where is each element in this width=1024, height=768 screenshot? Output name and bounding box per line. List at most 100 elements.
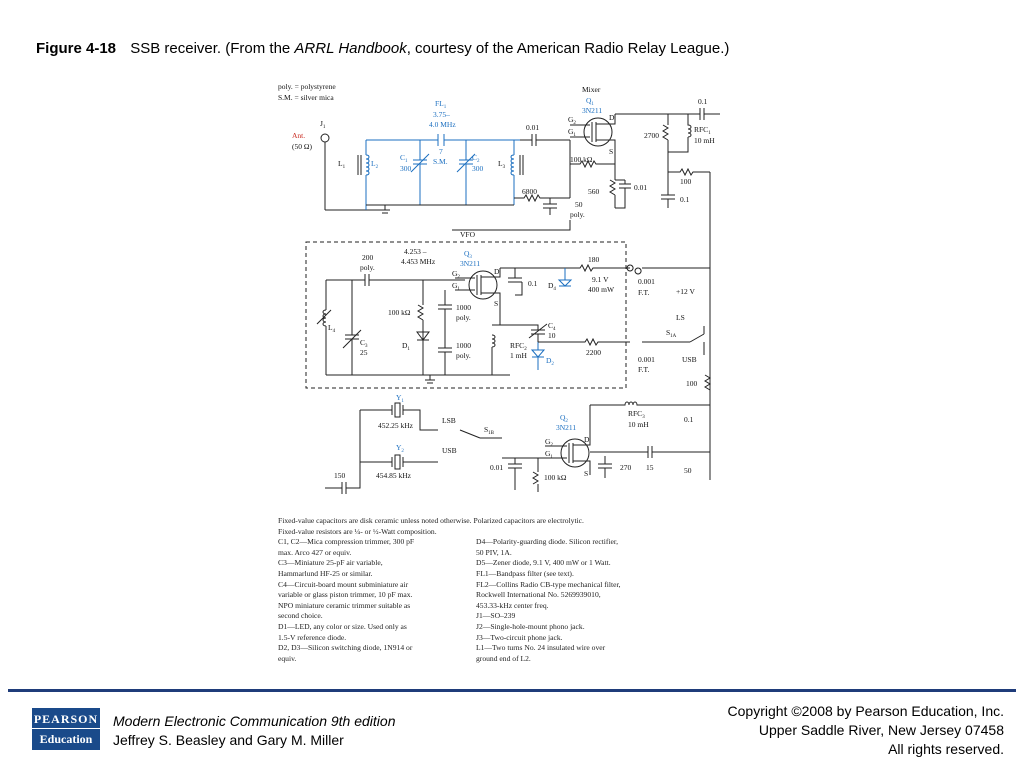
rfc2-label: RFC2 bbox=[510, 341, 527, 352]
q1-drain: D bbox=[609, 113, 615, 122]
parts-item: FL1—Bandpass filter (see text). bbox=[476, 568, 574, 578]
c-200-coupling bbox=[326, 274, 465, 286]
figure-caption: Figure 4-18 SSB receiver. (From the ARRL… bbox=[36, 40, 729, 57]
ls-label: LS bbox=[676, 313, 685, 322]
c270-value: 270 bbox=[620, 463, 632, 472]
q1-leads bbox=[570, 114, 616, 155]
q1-transistor bbox=[583, 117, 613, 147]
r-6800-value: 6800 bbox=[522, 187, 537, 196]
l2-coil bbox=[365, 140, 370, 210]
ant-label: Ant. bbox=[292, 131, 305, 140]
l1-label: L1 bbox=[338, 159, 346, 170]
rfc2-value: 1 mH bbox=[510, 351, 527, 360]
mixer-label: Mixer bbox=[582, 85, 601, 94]
r-6800 bbox=[514, 193, 570, 203]
q2-label: Q2 bbox=[560, 413, 568, 424]
footer-rule bbox=[8, 689, 1016, 692]
r-100-feed bbox=[667, 152, 710, 177]
q3-g2: G2 bbox=[452, 269, 460, 280]
rfc3-value: 10 mH bbox=[628, 420, 649, 429]
d4-label: D4 bbox=[548, 281, 556, 292]
l4-label: L4 bbox=[328, 323, 336, 334]
c4-label: C4 bbox=[548, 321, 556, 332]
j1-label: J1 bbox=[320, 119, 326, 130]
q3-source: S bbox=[494, 299, 498, 308]
vfo-ground-bus bbox=[326, 374, 510, 384]
vfo-label: VFO bbox=[460, 230, 476, 239]
parts-item: J1—SO–239 bbox=[476, 611, 516, 621]
l3-core bbox=[519, 155, 524, 175]
c-50-poly bbox=[543, 198, 557, 215]
vfo-box bbox=[305, 241, 627, 389]
rfc3-label: RFC3 bbox=[628, 409, 645, 420]
c1-value: 300 bbox=[400, 164, 412, 173]
vfo-freq-2: 4.453 MHz bbox=[401, 257, 436, 266]
usb2-label: USB bbox=[442, 446, 457, 455]
q1-part: 3N211 bbox=[582, 106, 602, 115]
c7-value: 7 bbox=[439, 147, 443, 156]
rfc1-r2700 bbox=[662, 114, 692, 153]
ft-label-1: F.T. bbox=[638, 288, 649, 297]
parts-item: D4—Polarity-guarding diode. Silicon rect… bbox=[476, 537, 619, 557]
copyright-block: Copyright ©2008 by Pearson Education, In… bbox=[728, 702, 1004, 759]
c15-value: 15 bbox=[646, 463, 654, 472]
q3-part: 3N211 bbox=[460, 259, 480, 268]
c-150-feed bbox=[325, 410, 361, 494]
y1-freq: 452.25 kHz bbox=[378, 421, 414, 430]
c1-cap bbox=[410, 140, 430, 205]
vfo-output-wire bbox=[452, 220, 571, 231]
c01a-value: 0.1 bbox=[698, 97, 708, 106]
d1-led bbox=[416, 331, 430, 341]
c-0.1-decoupling bbox=[661, 172, 675, 208]
lsb-label: LSB bbox=[442, 416, 456, 425]
c1-label: C1 bbox=[400, 153, 408, 164]
caption-handbook: ARRL Handbook bbox=[294, 40, 407, 57]
parts-item: L1—Two turns No. 24 insulated wire over … bbox=[476, 643, 606, 663]
pearson-logo: PEARSON Education bbox=[32, 708, 100, 750]
rfc1-label: RFC1 bbox=[694, 125, 711, 136]
r560-value: 560 bbox=[588, 187, 600, 196]
q2-source: S bbox=[584, 469, 588, 478]
c0001b-value: 0.001 bbox=[638, 355, 655, 364]
c3-label: C3 bbox=[360, 338, 368, 349]
q2-leads bbox=[502, 405, 591, 475]
c4-cap bbox=[500, 323, 548, 342]
r-100k-mixer bbox=[570, 159, 615, 169]
general-note: Fixed-value capacitors are disk ceramic … bbox=[278, 516, 584, 525]
rfc3-choke bbox=[590, 401, 710, 406]
r2700-value: 2700 bbox=[644, 131, 659, 140]
r2200-value: 2200 bbox=[586, 348, 601, 357]
plus12-label: +12 V bbox=[676, 287, 695, 296]
caption-text-2: , courtesy of the American Radio Relay L… bbox=[406, 40, 730, 57]
book-title: Modern Electronic Communication 9th edit… bbox=[113, 713, 396, 729]
q3-transistor bbox=[468, 270, 498, 300]
zener-watt: 400 mW bbox=[588, 285, 615, 294]
r100k3-value: 100 kΩ bbox=[544, 473, 567, 482]
c50-value: 50 bbox=[575, 200, 583, 209]
d4-diode bbox=[557, 268, 573, 287]
c0001a-value: 0.001 bbox=[638, 277, 655, 286]
parts-item: D5—Zener diode, 9.1 V, 400 mW or 1 Watt. bbox=[476, 558, 611, 568]
c01c-value: 0.1 bbox=[528, 279, 538, 288]
d2-label: D2 bbox=[546, 356, 554, 367]
s1a-label: S1A bbox=[666, 328, 677, 339]
c-0.01-coupling bbox=[520, 134, 570, 146]
s1b-label: S1B bbox=[484, 425, 495, 436]
ant-impedance: (50 Ω) bbox=[292, 142, 312, 151]
r-100k-vfo bbox=[417, 280, 424, 375]
caption-text-1: SSB receiver. (From the bbox=[130, 40, 295, 57]
c-270 bbox=[590, 451, 612, 478]
s1b-switch bbox=[459, 429, 502, 439]
q2-g2: G2 bbox=[545, 437, 553, 448]
r-2200 bbox=[538, 337, 690, 347]
q2-drain: D bbox=[584, 435, 590, 444]
r-180 bbox=[500, 263, 618, 273]
c01d-value: 0.1 bbox=[684, 415, 694, 424]
d1-label: D1 bbox=[402, 341, 410, 352]
c4-value: 10 bbox=[548, 331, 556, 340]
q2-part: 3N211 bbox=[556, 423, 576, 432]
c2-value: 300 bbox=[472, 164, 484, 173]
c1000b-poly: poly. bbox=[456, 351, 471, 360]
q2-transistor bbox=[560, 438, 590, 468]
parts-item: D1—LED, any color or size. Used only as … bbox=[278, 621, 407, 642]
